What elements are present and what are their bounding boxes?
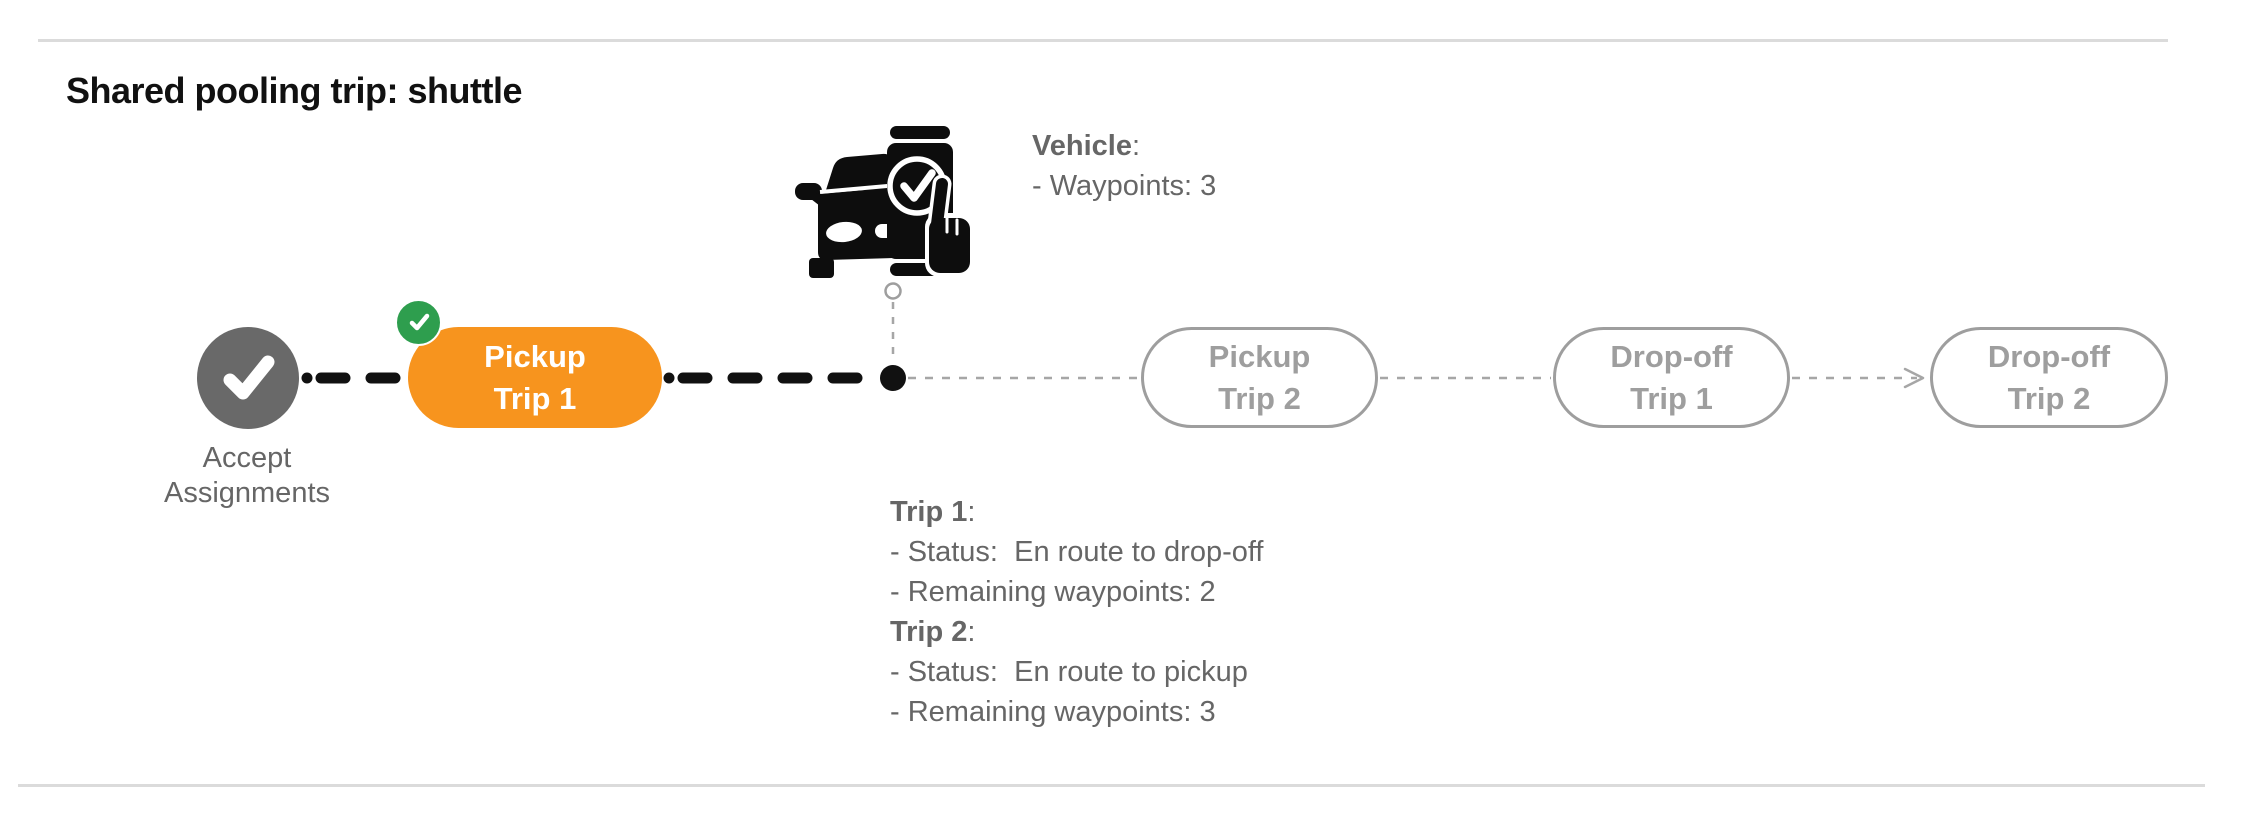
vehicle-info-heading: Vehicle: xyxy=(1032,126,1216,166)
step-label-line: Drop-off xyxy=(1987,338,2111,374)
vehicle-position-dot xyxy=(880,365,906,391)
trip-info: Trip 1: - Status: En route to drop-off -… xyxy=(890,492,1263,732)
arrowhead-icon xyxy=(1903,367,1925,389)
vehicle-info: Vehicle: - Waypoints: 3 xyxy=(1032,126,1216,206)
leader-anchor-circle xyxy=(884,282,902,300)
step-label-line: Accept xyxy=(202,442,292,474)
top-divider xyxy=(38,39,2168,42)
step-label-line: Drop-off xyxy=(1610,338,1733,374)
trip-2-heading: Trip 2: xyxy=(890,612,1263,652)
step-label-line: Pickup xyxy=(484,338,586,374)
vehicle-info-line: - Waypoints: 3 xyxy=(1032,170,1217,202)
step-drop-off-trip-2[interactable]: Drop-off Trip 2 xyxy=(1930,327,2168,428)
trip-1-heading: Trip 1: xyxy=(890,492,1263,532)
step-pickup-trip-1[interactable]: Pickup Trip 1 xyxy=(395,299,662,428)
step-label-line: Assignments xyxy=(163,477,330,509)
trip-1-waypoints: - Remaining waypoints: 2 xyxy=(890,576,1216,608)
step-label-line: Trip 1 xyxy=(1630,380,1713,416)
step-label-line: Trip 1 xyxy=(493,380,577,416)
colon: : xyxy=(967,616,976,648)
step-label-line: Pickup xyxy=(1208,338,1311,374)
check-icon xyxy=(409,313,429,330)
dash-dot xyxy=(301,372,313,384)
check-icon xyxy=(223,355,275,400)
vehicle-info-title: Vehicle xyxy=(1032,130,1132,162)
page-title: Shared pooling trip: shuttle xyxy=(66,70,523,111)
colon: : xyxy=(967,496,976,528)
colon: : xyxy=(1131,130,1141,162)
step-drop-off-trip-1[interactable]: Drop-off Trip 1 xyxy=(1553,327,1790,428)
dash-dot xyxy=(663,372,675,384)
completed-badge xyxy=(395,299,442,346)
step-label-line: Trip 2 xyxy=(1218,380,1301,416)
bottom-divider xyxy=(18,784,2205,787)
step-accept-assignments[interactable] xyxy=(197,327,299,429)
trip-2-status: - Status: En route to pickup xyxy=(890,656,1248,688)
step-label-line: Trip 2 xyxy=(2007,380,2091,416)
trip-1-status: - Status: En route to drop-off xyxy=(890,536,1264,568)
trip-2-waypoints: - Remaining waypoints: 3 xyxy=(890,696,1216,728)
trip-1-title: Trip 1 xyxy=(890,496,968,528)
step-pickup-trip-2[interactable]: Pickup Trip 2 xyxy=(1141,327,1378,428)
trip-2-title: Trip 2 xyxy=(890,616,968,648)
step-accept-assignments-label: Accept Assignments xyxy=(116,441,378,511)
vehicle-confirm-icon xyxy=(795,120,974,282)
